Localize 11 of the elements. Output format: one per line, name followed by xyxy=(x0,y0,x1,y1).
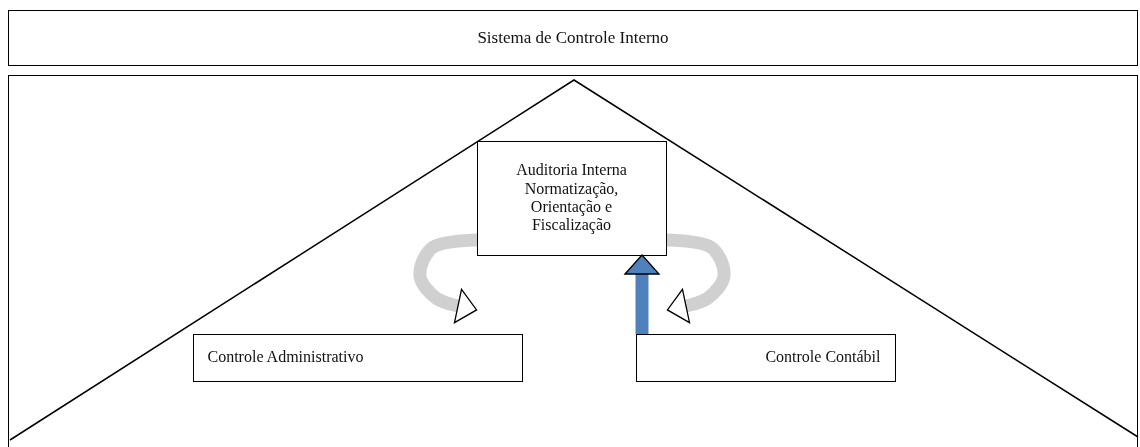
node-label: Auditoria Interna Normatização, Orientação e Fiscalização xyxy=(515,161,628,235)
node-label: Controle Administrativo xyxy=(207,348,364,367)
title-box xyxy=(8,10,1138,66)
node-label: Controle Contábil xyxy=(765,348,881,367)
process-box xyxy=(635,333,896,382)
process-box xyxy=(476,140,667,256)
node-label: Sistema de Controle Interno xyxy=(477,28,669,48)
curved-arrow xyxy=(666,233,731,324)
process-box xyxy=(192,333,523,382)
arrow xyxy=(624,254,660,334)
curved-arrow xyxy=(413,233,478,324)
